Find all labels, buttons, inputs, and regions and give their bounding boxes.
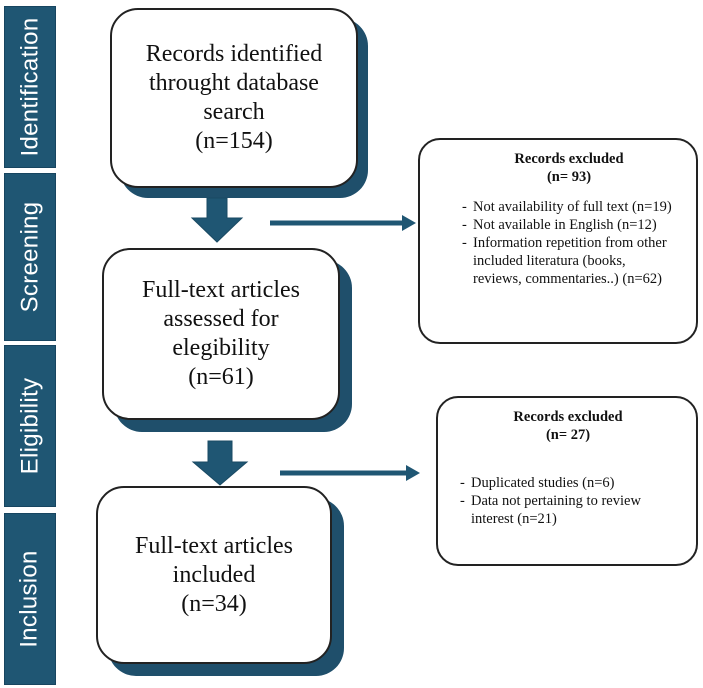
box-line: Full-text articles [142,277,300,303]
identified-box: Records identified throught database sea… [110,8,368,198]
assessed-box: Full-text articles assessed for elegibil… [102,248,352,432]
box-line: (n=154) [195,128,273,154]
exclusion-list: Duplicated studies (n=6) Data not pertai… [460,474,676,528]
box-line: included [172,561,256,588]
exclusion-item: Not available in English (n=12) [462,216,676,234]
exclusion-title: Records excluded [514,151,624,167]
down-arrow-icon [190,197,244,243]
down-arrow-icon [191,440,249,486]
exclusion-list: Not availability of full text (n=19) Not… [462,198,676,288]
exclusion-title: Records excluded [513,409,623,425]
exclusion-count: (n= 93) [546,169,592,185]
box-line: (n=61) [188,364,254,390]
box-line: (n=34) [181,590,247,617]
arrowhead-icon [402,215,416,231]
box-line: assessed for [163,306,279,332]
phase-screening: Screening [4,173,56,341]
box-body: Records identified throught database sea… [110,8,358,188]
box-line: Full-text articles [135,532,293,559]
box-line: throught database [149,70,319,96]
phase-identification: Identification [4,6,56,168]
phase-eligibility: Eligibility [4,345,56,507]
box-line: search [203,99,265,125]
arrowhead-icon [406,465,420,481]
eligibility-exclusion-box: Records excluded (n= 27) Duplicated stud… [436,396,698,566]
exclusion-item: Data not pertaining to review interest (… [460,492,676,528]
exclusion-item: Duplicated studies (n=6) [460,474,676,492]
phase-inclusion: Inclusion [4,513,56,685]
box-line: Records identified [145,41,323,67]
exclusion-count: (n= 27) [545,427,591,443]
included-box: Full-text articles included (n=34) [96,486,344,676]
exclusion-item: Not availability of full text (n=19) [462,198,676,216]
screening-exclusion-box: Records excluded (n= 93) Not availabilit… [418,138,698,344]
box-body: Full-text articles assessed for elegibil… [102,248,340,420]
box-body: Full-text articles included (n=34) [96,486,332,664]
box-line: elegibility [172,335,270,361]
exclusion-item: Information repetition from other includ… [462,234,676,288]
